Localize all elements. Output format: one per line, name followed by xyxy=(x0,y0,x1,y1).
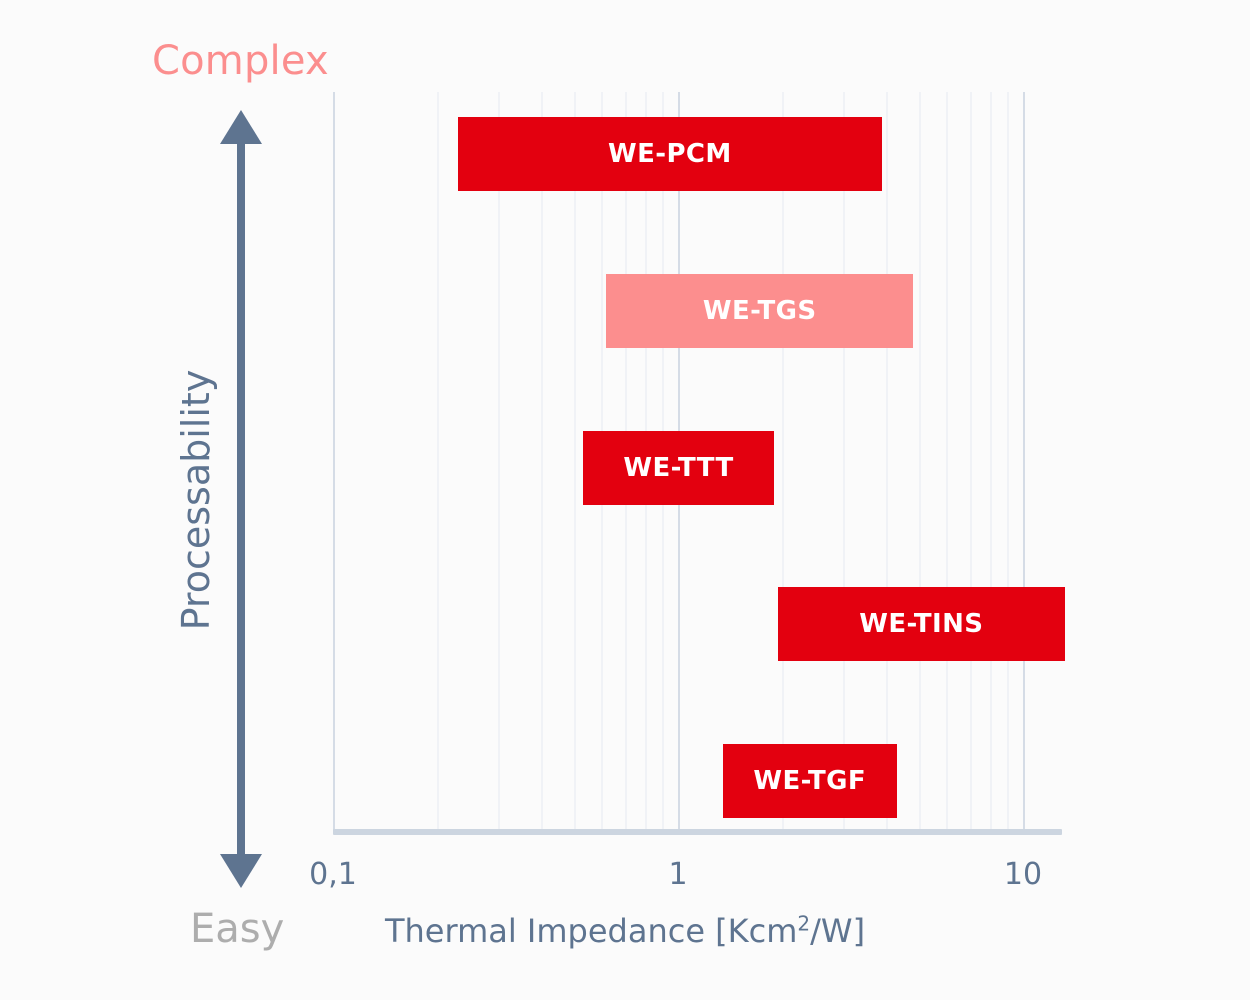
gridline-minor xyxy=(497,92,500,833)
processability-double-arrow-icon xyxy=(220,110,262,888)
x-axis-title-suffix: /W] xyxy=(810,912,866,950)
y-axis-title: Processability xyxy=(174,369,218,631)
gridline-minor xyxy=(436,92,439,833)
bar-we-tins[interactable]: WE-TINS xyxy=(778,587,1065,661)
x-tick-label: 10 xyxy=(1003,857,1043,892)
bar-label: WE-TGF xyxy=(753,766,867,796)
gridline-minor xyxy=(574,92,577,833)
x-axis-title-prefix: Thermal Impedance [Kcm xyxy=(384,912,798,950)
gridline-minor xyxy=(989,92,992,833)
bar-label: WE-PCM xyxy=(608,139,732,169)
bar-we-pcm[interactable]: WE-PCM xyxy=(457,117,882,191)
bar-we-tgs[interactable]: WE-TGS xyxy=(606,274,914,348)
bar-label: WE-TTT xyxy=(623,453,734,483)
gridline-minor xyxy=(540,92,543,833)
gridline-minor xyxy=(969,92,972,833)
gridline-minor xyxy=(885,92,888,833)
gridline-minor xyxy=(919,92,922,833)
gridline-major xyxy=(1023,92,1025,833)
x-tick-label: 0,1 xyxy=(309,857,357,892)
axis-pole-label-easy: Easy xyxy=(190,906,285,952)
x-axis-line xyxy=(333,829,1062,835)
gridline-major xyxy=(333,92,335,833)
gridline-minor xyxy=(1007,92,1010,833)
gridline-minor xyxy=(842,92,845,833)
plot-area: WE-PCM WE-TGS WE-TTT WE-TINS WE-TGF xyxy=(333,92,1065,833)
bar-label: WE-TGS xyxy=(702,296,817,326)
axis-pole-label-complex: Complex xyxy=(152,38,329,84)
bar-we-tgf[interactable]: WE-TGF xyxy=(722,744,897,818)
bar-label: WE-TINS xyxy=(859,609,984,639)
gridline-minor xyxy=(946,92,949,833)
bar-we-ttt[interactable]: WE-TTT xyxy=(582,431,775,505)
x-axis-title-superscript: 2 xyxy=(797,911,811,936)
x-tick-label: 1 xyxy=(668,857,688,892)
gridline-minor xyxy=(781,92,784,833)
x-axis-title: Thermal Impedance [Kcm2/W] xyxy=(0,912,1250,950)
